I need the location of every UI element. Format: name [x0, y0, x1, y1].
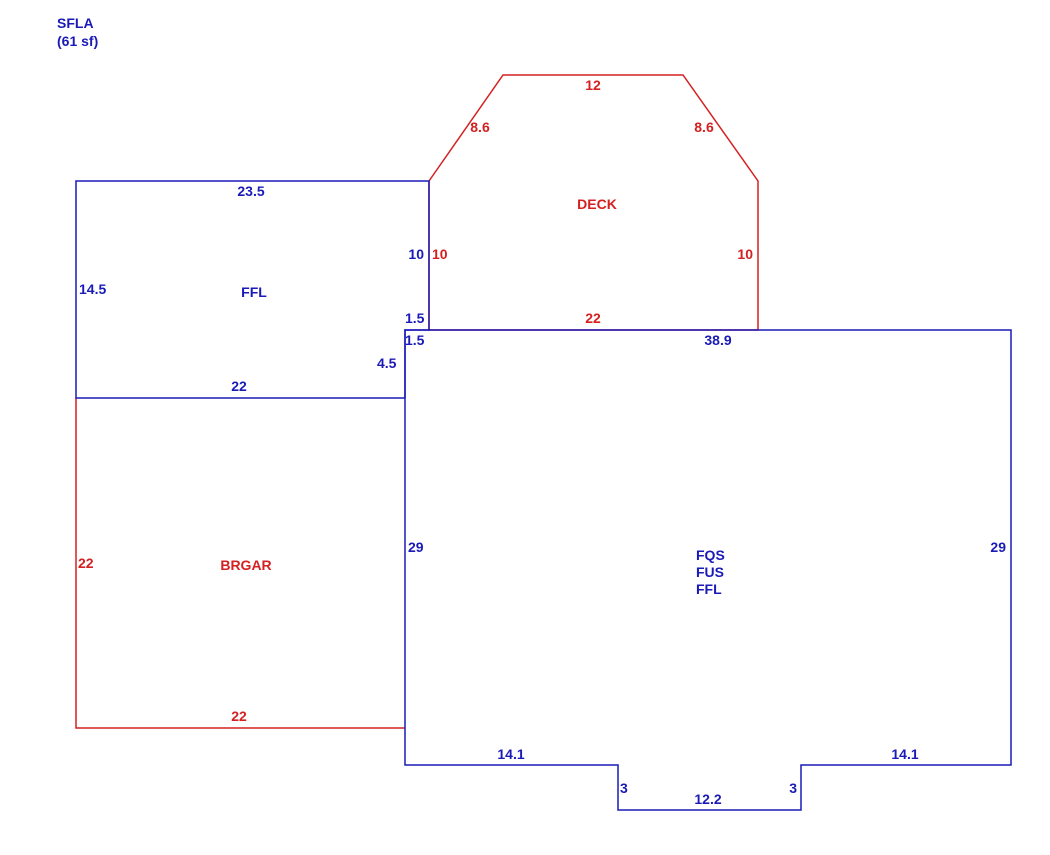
- deck-dim-right: 10: [737, 246, 753, 262]
- sfla-area: (61 sf): [57, 33, 98, 49]
- deck-dim-right-diag: 8.6: [694, 119, 714, 135]
- main-outline: [404, 329, 1012, 811]
- brgar-area-label: BRGAR: [220, 557, 271, 573]
- deck-dim-top: 12: [585, 77, 601, 93]
- main-area-label-3: FFL: [696, 581, 722, 597]
- deck-area-label: DECK: [577, 196, 617, 212]
- main-dim-right: 29: [990, 539, 1006, 555]
- sfla-title: SFLA: [57, 15, 94, 31]
- main-dim-notch-left: 3: [620, 780, 628, 796]
- ffl-dim-left: 14.5: [79, 281, 106, 297]
- ffl-dim-step-a: 1.5: [405, 310, 425, 326]
- main-dim-top: 38.9: [704, 332, 731, 348]
- ffl-dim-right: 10: [408, 246, 424, 262]
- brgar-outline: [75, 398, 405, 729]
- brgar-dim-bottom: 22: [231, 708, 247, 724]
- ffl-dim-top: 23.5: [237, 183, 264, 199]
- main-area-label-2: FUS: [696, 564, 724, 580]
- deck-dim-left-diag: 8.6: [470, 119, 490, 135]
- main-dim-left: 29: [408, 539, 424, 555]
- ffl-dim-bottom: 22: [231, 378, 247, 394]
- main-dim-bottom-right: 14.1: [891, 746, 918, 762]
- main-dim-notch-right: 3: [789, 780, 797, 796]
- main-dim-notch-bottom: 12.2: [694, 791, 721, 807]
- deck-dim-left: 10: [432, 246, 448, 262]
- main-dim-bottom-left: 14.1: [497, 746, 524, 762]
- deck-dim-bottom: 22: [585, 310, 601, 326]
- ffl-dim-inner: 4.5: [377, 355, 397, 371]
- main-area-label-1: FQS: [696, 547, 725, 563]
- ffl-area-label: FFL: [241, 284, 267, 300]
- ffl-dim-step-b: 1.5: [405, 332, 425, 348]
- brgar-dim-left: 22: [78, 555, 94, 571]
